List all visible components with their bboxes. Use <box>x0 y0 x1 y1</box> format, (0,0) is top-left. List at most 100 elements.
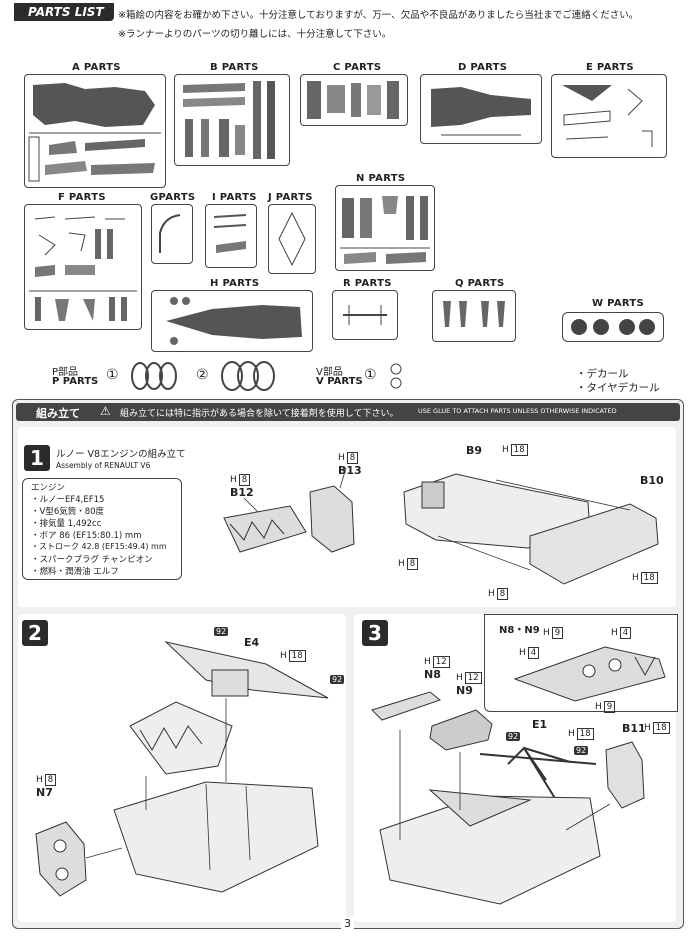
tire-set-1-icon <box>131 362 177 390</box>
engine-spec-line-5: ・ボア 86 (EF15:80.1) mm <box>31 531 142 541</box>
label-n9: N9 <box>456 684 473 697</box>
engine-spec-line-6: ・ストローク 42.8 (EF15:49.4) mm <box>31 542 167 551</box>
engine-spec-line-8: ・燃料・潤滑油 エルフ <box>31 567 119 577</box>
runner-j-drawing <box>278 211 306 267</box>
warning-text-jp: 組み立てには特に指示がある場合を除いて接着剤を使用して下さい。 <box>120 409 399 419</box>
runner-d-drawing <box>431 87 531 136</box>
header-note-1: ※箱絵の内容をお確かめ下さい。十分注意しておりますが、万一、欠品や不良品がありま… <box>118 10 639 21</box>
step-2-badge-92-right: 92 <box>330 675 345 684</box>
engine-spec-line-3: ・V型6気筒・80度 <box>31 507 105 517</box>
parts-list-title: PARTS LIST <box>28 5 104 19</box>
label-b10: B10 <box>640 474 664 487</box>
runner-j <box>268 204 316 274</box>
p-parts-label: P PARTS <box>52 376 99 387</box>
step-2-number: 2 <box>22 620 48 646</box>
warning-icon: ⚠ <box>100 404 111 418</box>
runner-i <box>205 204 257 268</box>
runner-w-label: W PARTS <box>592 298 645 309</box>
runner-r-drawing <box>343 305 387 325</box>
runner-c <box>300 74 408 126</box>
runner-r <box>332 290 398 340</box>
label-b12: B12 <box>230 486 254 499</box>
runner-c-drawing <box>307 81 399 119</box>
runner-h-drawing <box>166 297 302 345</box>
runner-b <box>174 74 290 166</box>
runner-h-label: H PARTS <box>210 278 260 289</box>
assembly-title: 組み立て <box>36 407 80 420</box>
p-parts-label-jp: P部品 <box>52 367 79 378</box>
label-b9: B9 <box>466 444 483 457</box>
engine-spec-box: エンジン ・ルノーEF4,EF15 ・V型6気筒・80度 ・排気量 1,492c… <box>22 478 182 580</box>
tire-circle-2: ② <box>196 367 209 383</box>
runner-d-label: D PARTS <box>458 62 508 73</box>
tire-decal-label: ・タイヤデカール <box>576 382 660 394</box>
step-3-badge-92-b: 92 <box>574 746 589 755</box>
runner-w <box>562 312 664 342</box>
runner-b-label: B PARTS <box>210 62 259 73</box>
label-e4: E4 <box>244 636 260 649</box>
label-n7: N7 <box>36 786 53 799</box>
runner-c-label: C PARTS <box>333 62 382 73</box>
label-e1: E1 <box>532 718 548 731</box>
engine-spec-line-7: ・スパークプラグ チャンピオン <box>31 555 153 565</box>
engine-spec-line-1: エンジン <box>31 483 66 493</box>
v-circle-1: ① <box>364 367 377 383</box>
runner-g-drawing <box>159 214 181 253</box>
step-1-engine-drawing <box>223 467 659 585</box>
decal-label: ・デカール <box>576 368 629 380</box>
step-1-number: 1 <box>24 445 50 471</box>
runner-a <box>24 74 166 188</box>
runner-a-drawing <box>28 83 161 182</box>
parts-list-tab: PARTS LIST <box>14 3 114 21</box>
step-2-badge-92-top: 92 <box>214 627 229 636</box>
inset-part-drawing <box>513 646 666 702</box>
runner-f <box>24 204 142 330</box>
tire-set-2-icon <box>221 361 275 391</box>
runner-f-label: F PARTS <box>58 192 106 203</box>
v-parts-label: V PARTS <box>316 376 363 387</box>
engine-spec-line-4: ・排気量 1,492cc <box>31 519 102 529</box>
runner-n <box>335 185 435 271</box>
runner-e-drawing <box>562 85 653 147</box>
runner-q-drawing <box>443 301 505 327</box>
runner-i-drawing <box>213 214 247 253</box>
step-1-title-en: Assembly of RENAULT V6 <box>56 461 151 470</box>
runner-i-label: I PARTS <box>212 192 257 203</box>
engine-spec-line-2: ・ルノーEF4,EF15 <box>31 495 105 505</box>
step-3-number: 3 <box>362 620 388 646</box>
tire-circle-1: ① <box>106 367 119 383</box>
runner-q-label: Q PARTS <box>455 278 505 289</box>
page-number: 3 <box>341 917 354 930</box>
label-n8: N8 <box>424 668 441 681</box>
label-b11: B11 <box>622 722 646 735</box>
warning-text-en: USE GLUE TO ATTACH PARTS UNLESS OTHERWIS… <box>418 407 617 415</box>
runner-n-drawing <box>340 196 430 264</box>
runner-e-label: E PARTS <box>586 62 634 73</box>
step-3-badge-92-a: 92 <box>506 732 521 741</box>
runner-g-label: GPARTS <box>150 192 196 203</box>
runner-e <box>551 74 667 158</box>
runner-f-drawing <box>29 216 137 321</box>
v-parts-icon <box>390 363 402 389</box>
runner-w-drawing <box>571 319 655 335</box>
runner-n-label: N PARTS <box>356 173 406 184</box>
runner-j-label: J PARTS <box>268 192 313 203</box>
assembly-header-bar: 組み立て ⚠ 組み立てには特に指示がある場合を除いて接着剤を使用して下さい。 U… <box>16 403 680 421</box>
runner-h <box>151 290 313 352</box>
runner-g <box>151 204 193 264</box>
runner-r-label: R PARTS <box>343 278 392 289</box>
